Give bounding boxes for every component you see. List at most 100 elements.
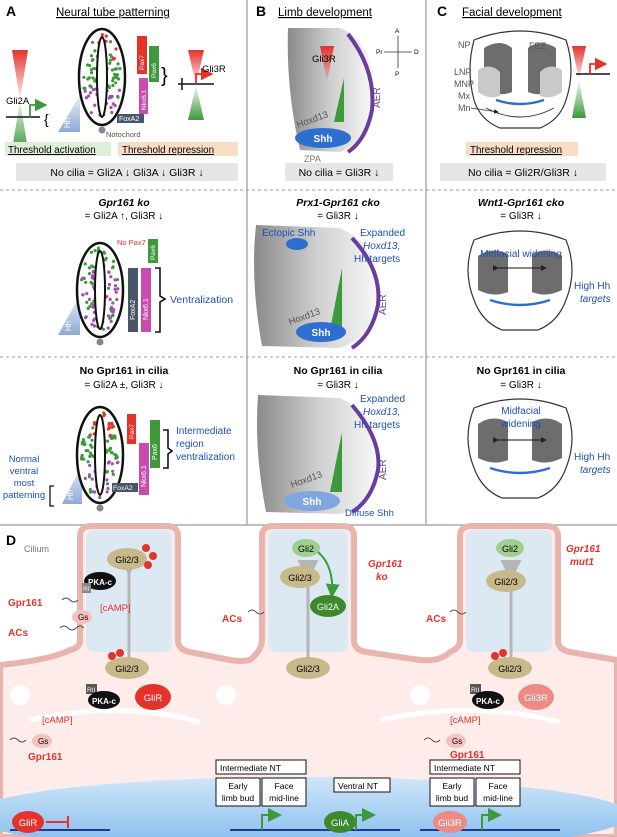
transcription-arrow-middle-1 [261,808,282,830]
summary-box-a [16,163,238,181]
aer-ridge-bot [350,403,381,514]
panel-c-title: Facial development [462,7,563,19]
cell-dot [116,62,120,66]
middle-genotype-1: Gpr161 [368,559,403,570]
cell-dot [81,438,85,442]
shh-label-bot: Shh [303,497,322,508]
summary-text-c: No cilia = Gli2R/Gli3R ↓ [468,167,578,179]
cell-dot [98,495,102,500]
cell-dot [110,110,114,115]
normal-label-4: patterning [3,490,45,501]
threshold-activation-box [5,142,111,156]
middle-genotype-2: ko [376,572,388,583]
ventralization-brace-icon [155,267,167,333]
cell-dot [86,449,90,453]
cell-dot [107,96,111,100]
summary-text-b: No cilia = Gli3R ↓ [299,167,380,179]
cell-dot [90,264,94,268]
b-mid-expanded-1: Expanded [360,228,405,239]
face-midline-box-middle [261,777,307,807]
gli3r-face-gradient [572,46,586,80]
a-mid-line: = Gli2A ↑, Gli3R ↓ [85,211,164,222]
gs-left-top [72,610,92,624]
gli23-left-base-label: Gli2/3 [115,664,139,674]
pkac-right-label: PKA-c [476,697,501,706]
b-mid-line: = Gli3R ↓ [317,211,358,222]
foxa2-bar-bot [112,483,138,492]
organelle-membranes [29,708,561,725]
cell-dot [109,275,113,279]
cell-dot [92,66,96,70]
np-left-mid [478,250,508,295]
cell-dot [110,436,114,440]
gli3r-nucleus [433,811,467,833]
cell-dot [107,85,112,89]
hoxd13-wedge-bot [330,432,342,492]
intermediate-label-3: ventralization [176,452,235,463]
intermediate-nt-box-right [429,759,521,775]
cell-dot [90,477,94,481]
face-midline-right-1: Face [489,781,508,791]
phospho-dot-7 [499,649,507,657]
zpa-label: ZPA [304,154,321,164]
cell-dot [89,443,93,447]
cell-dot [106,314,110,318]
gs-left-base-label: Gs [38,737,48,746]
gli23-left-base [105,657,149,679]
receptor-base-icon [9,737,27,743]
repression-arrow-icon [195,67,214,84]
pax6-label-top: Pax6 [151,63,158,78]
gli23-middle-top [280,566,320,588]
shh-zone-mid [296,322,346,342]
intermediate-nt-right: Intermediate NT [434,763,495,773]
phospho-dot-3 [144,561,152,569]
receptor-right-icon [423,737,441,743]
panel-b-title: Limb development [278,7,373,19]
axis-d-label: D [414,49,419,56]
no-pax7-label: No Pax7 [117,238,146,247]
cell-dot [111,301,115,305]
phospho-dot-4 [108,652,116,660]
brace-right-icon: } [161,65,168,87]
cell-dot [115,278,119,282]
cell-dot [108,433,112,437]
gli2a-gradient-left [12,100,28,150]
lnp-left-top [478,66,500,98]
intermediate-brace-icon [163,429,174,469]
threshold-repression-label-a: Threshold repression [122,145,214,156]
cell-dot [91,303,96,307]
summary-box-c [440,163,606,181]
cell-dot [83,262,87,266]
normal-label-1: Normal [9,454,40,465]
gli23-right-top-label: Gli2/3 [494,577,518,587]
pkac-left-top-label: PKA-c [88,578,113,587]
notochord-dot-bot [96,504,104,512]
repression-arrow-face-icon [589,57,608,74]
gli2a-middle [310,595,346,617]
np-label: NP [458,40,471,50]
cell-dot [106,486,110,491]
cell-dot [91,76,95,80]
cell-dot [114,290,118,294]
cell-dot [88,490,93,494]
early-limb-middle-1: Early [228,781,248,791]
gli23-right-top [486,570,526,592]
limb-bud-bot [257,395,380,514]
ventral-nt-box [333,777,391,793]
c-bot-midfacial-2: widening [500,419,540,430]
cell-dot [90,276,94,280]
vesicle-right [410,685,430,705]
cell-dot [89,111,93,115]
cell-dot [116,287,120,291]
cell-dot [91,426,95,430]
aer-ridge-mid [350,236,381,350]
cell-dot [116,460,120,464]
cell-dot [82,276,86,280]
cell-dot [87,266,91,270]
c-bot-heading: No Gpr161 in cilia [477,365,566,377]
gli3r-limb-label: Gli3R [312,54,336,65]
nkx61-label-bot: Nkx6.1 [141,465,148,487]
fez-line-bot [489,466,551,475]
gli23-right-base [488,657,532,679]
cell-dot [105,478,109,482]
